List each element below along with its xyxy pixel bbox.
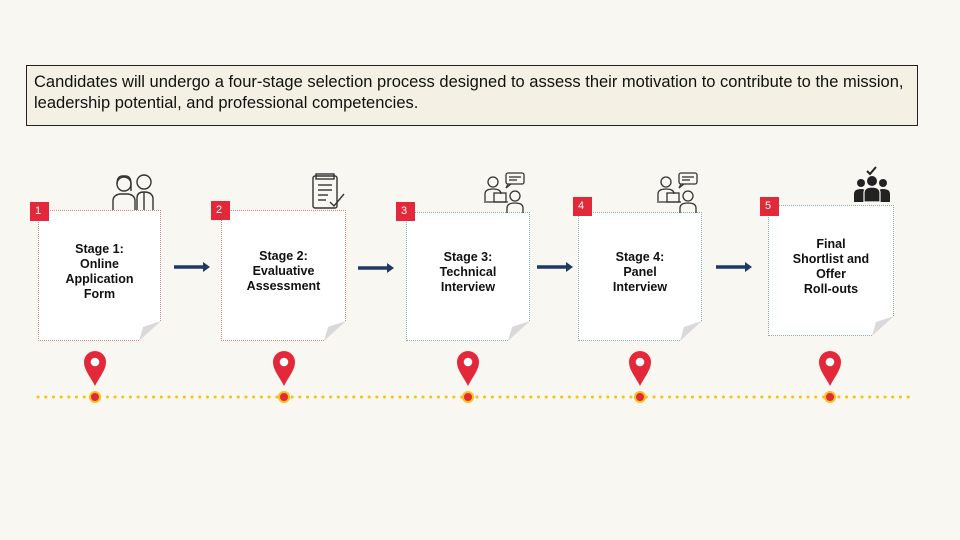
page-curl-icon bbox=[139, 321, 161, 341]
page-curl-icon bbox=[508, 321, 530, 341]
stage-label-5: Final Shortlist and Offer Roll-outs bbox=[792, 236, 870, 296]
location-pin-icon bbox=[457, 351, 479, 403]
stage-badge-5: 5 bbox=[760, 197, 779, 216]
stage-badge-2: 2 bbox=[211, 201, 230, 220]
stage-card-2: Stage 2: Evaluative Assessment bbox=[221, 210, 346, 341]
location-pin-icon bbox=[819, 351, 841, 403]
interview-icon bbox=[657, 172, 698, 213]
stage-badge-3: 3 bbox=[396, 202, 415, 221]
intro-text: Candidates will undergo a four-stage sel… bbox=[34, 73, 904, 112]
stage-label-3: Stage 3: Technical Interview bbox=[439, 250, 497, 294]
arrow-right-icon bbox=[537, 262, 573, 272]
stage-card-1: Stage 1: Online Application Form bbox=[38, 210, 161, 341]
checklist-document-icon bbox=[312, 173, 345, 209]
two-candidates-icon bbox=[112, 174, 154, 210]
timeline bbox=[36, 351, 912, 403]
location-pin-icon bbox=[84, 351, 106, 403]
page-curl-icon bbox=[872, 316, 894, 336]
stage-card-3: Stage 3: Technical Interview bbox=[406, 212, 530, 341]
stage-badge-1: 1 bbox=[30, 202, 49, 221]
stage-card-5: Final Shortlist and Offer Roll-outs bbox=[768, 205, 894, 336]
group-check-icon bbox=[854, 166, 890, 203]
stage-label-2: Stage 2: Evaluative Assessment bbox=[246, 249, 321, 293]
stage-label-1: Stage 1: Online Application Form bbox=[65, 241, 134, 301]
page-curl-icon bbox=[680, 321, 702, 341]
arrow-right-icon bbox=[358, 263, 394, 273]
stage-label-4: Stage 4: Panel Interview bbox=[612, 250, 668, 294]
arrow-right-icon bbox=[174, 262, 210, 272]
location-pin-icon bbox=[273, 351, 295, 403]
stage-card-4: Stage 4: Panel Interview bbox=[578, 212, 702, 341]
intro-text-box: Candidates will undergo a four-stage sel… bbox=[26, 65, 918, 126]
stage-badge-4: 4 bbox=[573, 197, 592, 216]
location-pin-icon bbox=[629, 351, 651, 403]
arrow-right-icon bbox=[716, 262, 752, 272]
page-curl-icon bbox=[324, 321, 346, 341]
interview-icon bbox=[484, 172, 525, 213]
